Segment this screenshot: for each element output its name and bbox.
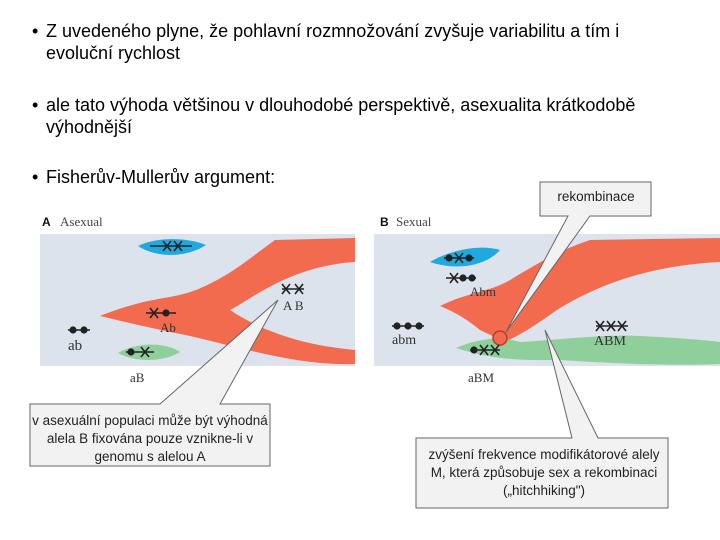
label-Abm: Abm bbox=[470, 284, 496, 299]
label-ABM: ABM bbox=[594, 334, 626, 349]
label-abm: abm bbox=[392, 333, 416, 348]
bullet-marker: • bbox=[32, 95, 39, 115]
bullet-text: Z uvedeného plyne, že pohlavní rozmnožov… bbox=[46, 21, 620, 63]
allele-markers bbox=[392, 252, 628, 356]
panel-a-letter: A bbox=[42, 215, 51, 229]
label-AB: A B bbox=[283, 298, 304, 313]
callout-rekombinace-text: rekombinace bbox=[557, 189, 635, 204]
label-Ab: Ab bbox=[160, 320, 176, 335]
callout-right bbox=[415, 329, 669, 509]
label-aBM: aBM bbox=[468, 370, 494, 385]
lineage-orange bbox=[440, 238, 720, 342]
label-aB: aB bbox=[130, 370, 145, 385]
lineage-blue bbox=[430, 247, 500, 267]
bullet-marker: • bbox=[32, 167, 39, 187]
bullet-text: ale tato výhoda většinou v dlouhodobé pe… bbox=[46, 95, 636, 137]
panel-b-letter: B bbox=[380, 215, 389, 229]
panel-asexual: A Asexual Ab A B ab bbox=[40, 214, 355, 385]
lineage-blue bbox=[138, 239, 206, 255]
bullet-marker: • bbox=[32, 21, 39, 41]
bullet-text: Fisherův-Mullerův argument: bbox=[46, 167, 276, 187]
callout-right-text: zvýšení frekvence modifikátorové alely M… bbox=[428, 447, 660, 498]
bullet-3: • Fisherův-Mullerův argument: bbox=[32, 166, 352, 188]
allele-markers bbox=[68, 240, 304, 358]
lineage-orange bbox=[100, 238, 355, 365]
bullet-1: • Z uvedeného plyne, že pohlavní rozmnož… bbox=[32, 20, 672, 64]
panel-b-title: Sexual bbox=[396, 214, 432, 229]
callout-rekombinace bbox=[505, 181, 652, 333]
label-ab: ab bbox=[68, 338, 82, 354]
callout-left-text: v asexuální populaci může být výhodná al… bbox=[32, 413, 268, 464]
panel-sexual: B Sexual bbox=[374, 214, 720, 385]
callout-left bbox=[29, 299, 279, 467]
recombination-point bbox=[492, 330, 508, 346]
bullet-2: • ale tato výhoda většinou v dlouhodobé … bbox=[32, 94, 720, 138]
lineage-green bbox=[456, 335, 720, 365]
panel-a-title: Asexual bbox=[60, 214, 103, 229]
